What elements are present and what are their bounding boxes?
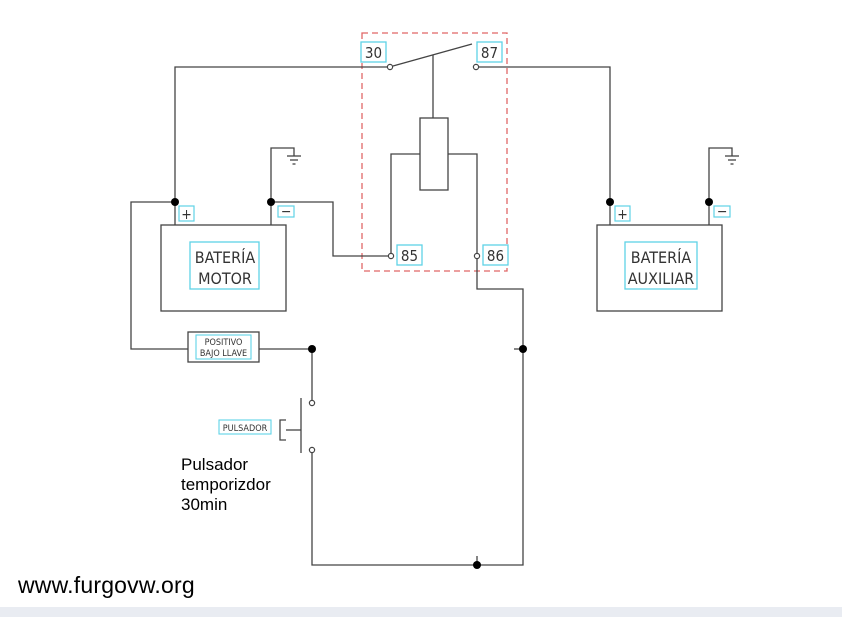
- motor-plus-sign: +: [181, 207, 192, 223]
- switch-label-box: [218, 419, 272, 435]
- terminal-86: [473, 252, 481, 260]
- junction-right-rail: [519, 345, 527, 353]
- fuse-line1: POSITIVO: [205, 338, 243, 348]
- ground-symbol-aux: [725, 155, 739, 165]
- motor-plus-box: [178, 205, 195, 222]
- wire-coil-85: [390, 153, 420, 256]
- battery-motor-line2: MOTOR: [198, 269, 252, 288]
- note-line-1: Pulsador: [181, 455, 249, 474]
- pin-85-box: [396, 244, 423, 266]
- terminal-30: [386, 63, 394, 71]
- switch-terminal-top: [308, 399, 316, 407]
- junction-motor-plus: [171, 198, 179, 206]
- annotation-note: Pulsador temporizdor 30min: [181, 455, 271, 515]
- relay-coil: [419, 117, 449, 191]
- pin-87-label: 87: [481, 44, 498, 62]
- bottom-strip: [0, 607, 842, 617]
- battery-motor: [160, 224, 287, 312]
- fuse-line2: BAJO LLAVE: [200, 349, 247, 359]
- battery-aux-label-box: [624, 241, 698, 290]
- switch-button: [279, 419, 286, 441]
- ground-symbol-motor: [287, 155, 301, 165]
- pin-30-label: 30: [365, 44, 382, 62]
- junction-aux-minus: [705, 198, 713, 206]
- junction-motor-minus: [267, 198, 275, 206]
- switch-label: PULSADOR: [223, 424, 268, 434]
- pin-86-box: [482, 244, 509, 266]
- wire-aux-ground: [708, 147, 733, 202]
- note-line-2: temporizdor: [181, 475, 271, 494]
- wire-motor-minus-85: [271, 201, 388, 257]
- aux-minus-box: [713, 205, 731, 218]
- wire-86-return: [311, 259, 524, 566]
- fuse-label-box: [195, 334, 252, 360]
- battery-motor-label-box: [189, 241, 260, 290]
- junction-aux-plus: [606, 198, 614, 206]
- aux-plus-sign: +: [617, 207, 628, 223]
- battery-auxiliary: [596, 224, 723, 312]
- contact-terminals: [308, 63, 481, 454]
- battery-motor-line1: BATERÍA: [195, 248, 256, 267]
- note-line-3: 30min: [181, 495, 228, 514]
- terminal-85: [387, 252, 395, 260]
- pin-30-box: [360, 41, 387, 63]
- relay-outline: [361, 32, 508, 272]
- aux-minus-sign: −: [717, 204, 728, 220]
- motor-minus-sign: −: [281, 204, 292, 220]
- terminal-87: [472, 63, 480, 71]
- wire-motor-ground: [270, 147, 295, 202]
- wire-coil-86: [448, 153, 478, 256]
- battery-aux-line2: AUXILIAR: [628, 269, 695, 288]
- pin-87-box: [476, 41, 503, 63]
- fuse-body: [187, 331, 260, 363]
- motor-minus-box: [277, 205, 295, 218]
- wire-plus-to-fuse: [130, 201, 188, 350]
- junction-bottom: [473, 561, 481, 569]
- wire-30-to-motor-plus: [174, 66, 390, 202]
- switch-terminal-bottom: [308, 446, 316, 454]
- battery-aux-line1: BATERÍA: [631, 248, 692, 267]
- wire-87-to-aux-plus: [476, 66, 611, 202]
- junctions: [171, 198, 713, 569]
- junction-fuse-out: [308, 345, 316, 353]
- aux-plus-box: [614, 205, 631, 222]
- pin-86-label: 86: [487, 247, 504, 265]
- wire-fuse-to-switch: [259, 348, 313, 400]
- watermark: www.furgovw.org: [18, 572, 195, 598]
- pin-85-label: 85: [401, 247, 418, 265]
